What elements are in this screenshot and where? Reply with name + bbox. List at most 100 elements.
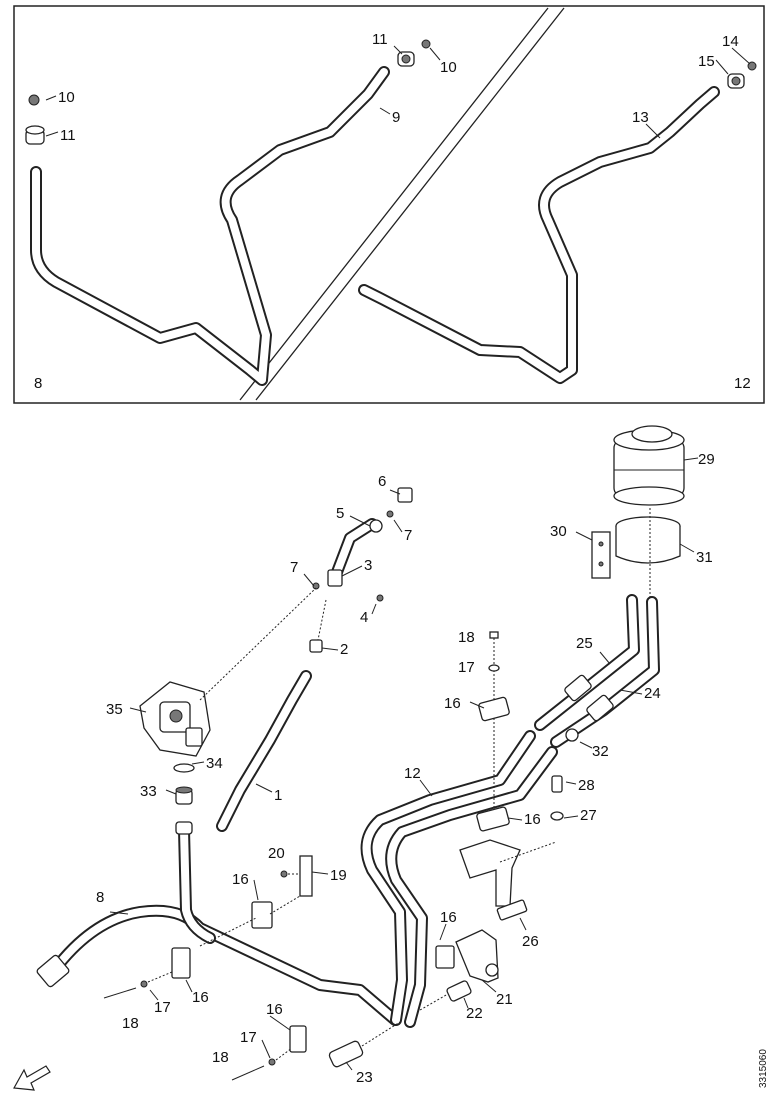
label-34: 34 xyxy=(206,755,223,772)
tube-8 xyxy=(36,824,401,1026)
label-19: 19 xyxy=(330,867,347,884)
clamp-16-mid xyxy=(476,806,510,832)
label-16-mid: 16 xyxy=(524,811,541,828)
dotted-leaders xyxy=(199,508,651,947)
label-29: 29 xyxy=(698,451,715,468)
fitting-2 xyxy=(309,639,323,653)
label-8: 8 xyxy=(96,889,104,906)
inset-label-10-top: 10 xyxy=(440,59,457,76)
bolt-18-center xyxy=(489,631,499,820)
label-24: 24 xyxy=(644,685,661,702)
hose-1 xyxy=(216,670,312,832)
label-30: 30 xyxy=(550,523,567,540)
nut-32 xyxy=(565,728,579,742)
inset-label-15: 15 xyxy=(698,53,715,70)
pump-35 xyxy=(139,681,211,757)
label-17-left: 17 xyxy=(154,999,171,1016)
inset-label-8: 8 xyxy=(34,375,42,392)
label-33: 33 xyxy=(140,783,157,800)
label-6: 6 xyxy=(378,473,386,490)
hose-5 xyxy=(328,518,378,586)
label-25: 25 xyxy=(576,635,593,652)
inset-tube-8 xyxy=(30,66,390,386)
inset-panel: 10 11 9 10 11 8 14 15 13 12 xyxy=(13,5,765,404)
clamp-16-left-upper xyxy=(251,901,273,929)
inset-tube-12 xyxy=(358,86,720,384)
label-35: 35 xyxy=(106,701,123,718)
label-leaders xyxy=(109,457,699,1071)
bolt-20 xyxy=(280,870,300,878)
spacer-23 xyxy=(328,1021,401,1068)
label-17-center: 17 xyxy=(458,659,475,676)
reference-code: 3315060 xyxy=(758,1049,769,1088)
label-32: 32 xyxy=(592,743,609,760)
inset-sleeve-15 xyxy=(727,73,745,89)
inset-nut-10-left xyxy=(28,94,40,106)
inset-nut-10-top xyxy=(421,39,431,49)
hose-24 xyxy=(550,596,660,748)
fitting-5 xyxy=(369,519,383,533)
direction-arrow-icon xyxy=(13,1065,51,1091)
clamp-16-right xyxy=(435,945,455,969)
bolt-18-bottom xyxy=(231,1047,293,1081)
clamp-16-upper xyxy=(478,696,510,722)
label-3: 3 xyxy=(364,557,372,574)
label-16-left-lower: 16 xyxy=(192,989,209,1006)
washer-17-center xyxy=(488,664,500,672)
inset-label-13: 13 xyxy=(632,109,649,126)
label-16-right: 16 xyxy=(440,909,457,926)
clamp-16-left-lower xyxy=(171,947,191,979)
label-17-bottom: 17 xyxy=(240,1029,257,1046)
label-27: 27 xyxy=(580,807,597,824)
label-18-left: 18 xyxy=(122,1015,139,1032)
fitting-33 xyxy=(175,786,193,805)
inset-leaders xyxy=(45,45,751,139)
inset-sleeve-11-left xyxy=(25,125,45,145)
clamp-16-bottom xyxy=(289,1025,307,1053)
inset-label-10-left: 10 xyxy=(58,89,75,106)
label-12: 12 xyxy=(404,765,421,782)
label-7-top: 7 xyxy=(404,527,412,544)
inset-label-11-left: 11 xyxy=(60,127,76,144)
label-16-bottom: 16 xyxy=(266,1001,283,1018)
inset-label-9: 9 xyxy=(392,109,400,126)
label-28: 28 xyxy=(578,777,595,794)
label-1: 1 xyxy=(274,787,282,804)
inset-label-11-top: 11 xyxy=(372,31,388,48)
label-20: 20 xyxy=(268,845,285,862)
label-16-left-upper: 16 xyxy=(232,871,249,888)
washer-27 xyxy=(550,811,564,821)
seal-34 xyxy=(173,763,195,773)
inset-label-14: 14 xyxy=(722,33,739,50)
label-22: 22 xyxy=(466,1005,483,1022)
spacer-22 xyxy=(419,980,472,1011)
label-18-center: 18 xyxy=(458,629,475,646)
inset-sleeve-11-top xyxy=(397,51,415,67)
reservoir-29 xyxy=(613,425,685,506)
label-4: 4 xyxy=(360,609,368,626)
bracket-21 xyxy=(455,929,499,983)
nut-6 xyxy=(397,487,413,503)
fitting-3 xyxy=(327,569,343,587)
hose-25 xyxy=(534,594,640,731)
label-18-bottom: 18 xyxy=(212,1049,229,1066)
label-31: 31 xyxy=(696,549,713,566)
label-7-left: 7 xyxy=(290,559,298,576)
bracket-19 xyxy=(299,855,313,897)
inset-divider xyxy=(239,7,565,401)
label-16-upper: 16 xyxy=(444,695,461,712)
label-2: 2 xyxy=(340,641,348,658)
bolt-4 xyxy=(376,594,384,602)
bracket-30 xyxy=(591,516,681,579)
label-21: 21 xyxy=(496,991,513,1008)
bolt-28 xyxy=(551,775,563,793)
inset-label-12: 12 xyxy=(734,375,751,392)
washer-7-left xyxy=(312,582,320,590)
label-26: 26 xyxy=(522,933,539,950)
label-23: 23 xyxy=(356,1069,373,1086)
main-view: 6 5 7 7 3 4 2 35 34 33 1 29 30 31 25 24 … xyxy=(13,425,769,1091)
fitting-8-top xyxy=(175,821,193,835)
label-5: 5 xyxy=(336,505,344,522)
bracket-26 xyxy=(459,839,557,921)
